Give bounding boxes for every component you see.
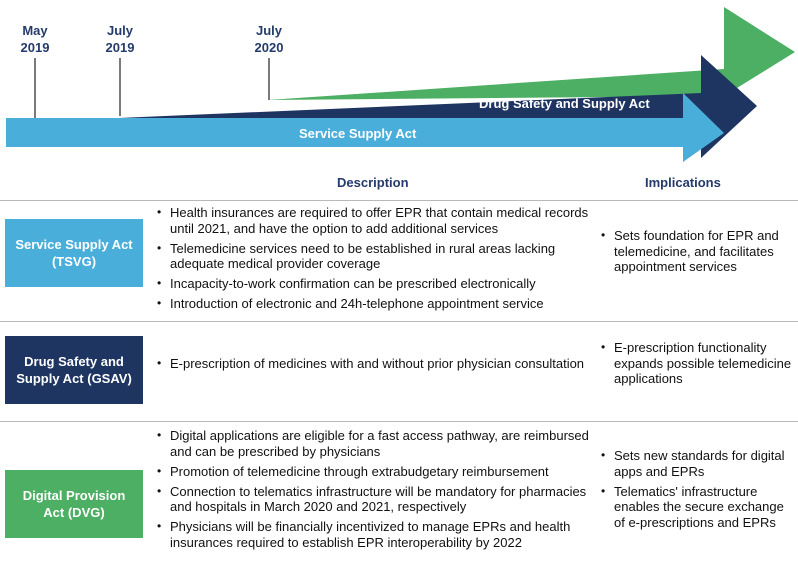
date-may-2019: May 2019 — [11, 22, 59, 56]
service-supply-arrow-label: Service Supply Act — [299, 126, 417, 141]
list-item: Introduction of electronic and 24h-telep… — [157, 296, 597, 312]
service-supply-arrow — [6, 93, 724, 162]
implications-header: Implications — [645, 175, 721, 190]
tsvg-implications-list: Sets foundation for EPR and telemedicine… — [601, 228, 793, 279]
drug-safety-arrow-label: Drug Safety and Supply Act — [479, 96, 650, 111]
list-item: Health insurances are required to offer … — [157, 205, 597, 236]
divider — [0, 321, 798, 322]
act-name: Digital Provision Act (DVG) — [22, 488, 126, 520]
dvg-description-list: Digital applications are eligible for a … — [157, 428, 597, 555]
list-item: Sets foundation for EPR and telemedicine… — [601, 228, 793, 275]
divider — [0, 200, 798, 201]
digital-provision-arrow — [268, 7, 795, 100]
act-name: Drug Safety and Supply Act (GSAV) — [16, 354, 132, 386]
tsvg-description-list: Health insurances are required to offer … — [157, 205, 597, 316]
list-item: Digital applications are eligible for a … — [157, 428, 597, 459]
digital-provision-arrow-label: Digital Provision Act — [557, 54, 684, 69]
date-year: 2019 — [20, 40, 50, 55]
act-label-tsvg: Service Supply Act (TSVG) — [5, 219, 143, 287]
date-month: July — [255, 23, 282, 38]
gsav-description-list: E-prescription of medicines with and wit… — [157, 356, 597, 376]
list-item: Incapacity-to-work confirmation can be p… — [157, 276, 597, 292]
date-month: July — [106, 23, 133, 38]
tick-may-2019 — [34, 58, 36, 118]
date-july-2020: July 2020 — [245, 22, 293, 56]
list-item: Sets new standards for digital apps and … — [601, 448, 793, 479]
dvg-implications-list: Sets new standards for digital apps and … — [601, 448, 793, 535]
list-item: E-prescription of medicines with and wit… — [157, 356, 597, 372]
list-item: Physicians will be financially incentivi… — [157, 519, 597, 550]
list-item: Telematics' infrastructure enables the s… — [601, 484, 793, 531]
list-item: Telemedicine services need to be establi… — [157, 241, 597, 272]
timeline-arrows — [6, 7, 795, 162]
tick-july-2020 — [268, 58, 270, 100]
gsav-implications-list: E-prescription functionality expands pos… — [601, 340, 793, 391]
description-header: Description — [337, 175, 409, 190]
act-label-gsav: Drug Safety and Supply Act (GSAV) — [5, 336, 143, 404]
date-year: 2019 — [105, 40, 135, 55]
divider — [0, 421, 798, 422]
act-label-dvg: Digital Provision Act (DVG) — [5, 470, 143, 538]
list-item: Promotion of telemedicine through extrab… — [157, 464, 597, 480]
date-july-2019: July 2019 — [96, 22, 144, 56]
list-item: E-prescription functionality expands pos… — [601, 340, 793, 387]
tick-july-2019 — [119, 58, 121, 116]
act-name: Service Supply Act (TSVG) — [15, 237, 133, 269]
drug-safety-arrow — [119, 55, 757, 158]
date-year: 2020 — [254, 40, 284, 55]
date-month: May — [22, 23, 48, 38]
list-item: Connection to telematics infrastructure … — [157, 484, 597, 515]
